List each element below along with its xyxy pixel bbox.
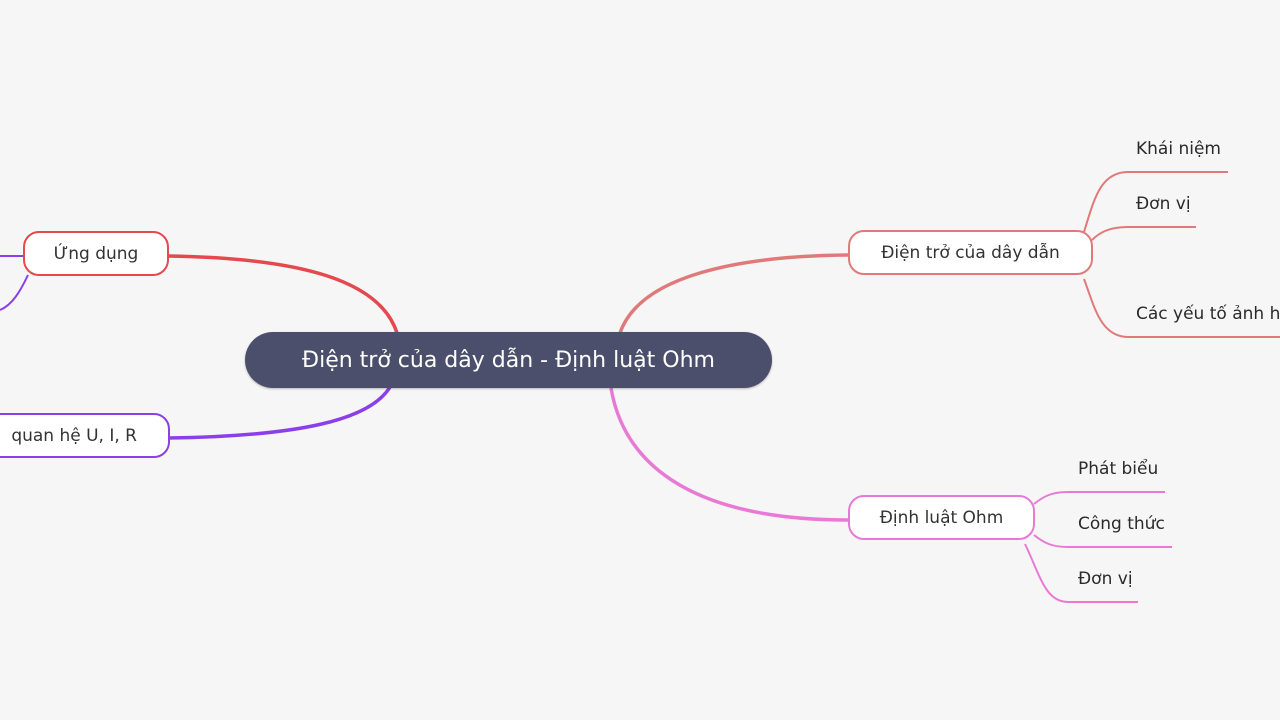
subtopic-label: Đơn vị	[1136, 194, 1191, 214]
subtopic-label: Đơn vị	[1078, 569, 1133, 589]
topic-dinh-luat-ohm[interactable]: Định luật Ohm	[848, 495, 1035, 540]
link-ung-dung	[167, 254, 399, 334]
root-topic-label: Điện trở của dây dẫn - Định luật Ohm	[302, 347, 715, 373]
subtopic-cong-thuc[interactable]: Công thức	[1078, 514, 1165, 534]
topic-dien-tro-day-dan[interactable]: Điện trở của dây dẫn	[848, 230, 1093, 275]
topic-label: Điện trở của dây dẫn	[881, 242, 1060, 263]
subtopic-don-vi-2[interactable]: Đơn vị	[1078, 569, 1133, 589]
subtopic-khai-niem[interactable]: Khái niệm	[1136, 139, 1221, 159]
subtopic-label: Phát biểu	[1078, 459, 1159, 479]
topic-label: Ứng dụng	[53, 243, 139, 264]
topic-ung-dung[interactable]: Ứng dụng	[23, 231, 169, 276]
subtopic-don-vi-1[interactable]: Đơn vị	[1136, 194, 1191, 214]
subtopic-label: Công thức	[1078, 514, 1165, 534]
topic-label: quan hệ U, I, R	[11, 425, 137, 446]
subtopic-phat-bieu[interactable]: Phát biểu	[1078, 459, 1158, 479]
root-topic[interactable]: Điện trở của dây dẫn - Định luật Ohm	[245, 332, 772, 388]
link-ung-dung-child-2	[0, 274, 29, 311]
subtopic-cac-yeu-to[interactable]: Các yếu tố ảnh h	[1136, 304, 1280, 324]
topic-quan-he-uir[interactable]: quan hệ U, I, R	[0, 413, 170, 458]
subtopic-label: Các yếu tố ảnh h	[1136, 304, 1280, 324]
link-quan-he	[168, 386, 392, 440]
subtopic-label: Khái niệm	[1136, 139, 1221, 159]
link-dien-tro	[618, 253, 849, 334]
topic-label: Định luật Ohm	[879, 507, 1004, 528]
link-dinh-luat	[609, 387, 849, 522]
